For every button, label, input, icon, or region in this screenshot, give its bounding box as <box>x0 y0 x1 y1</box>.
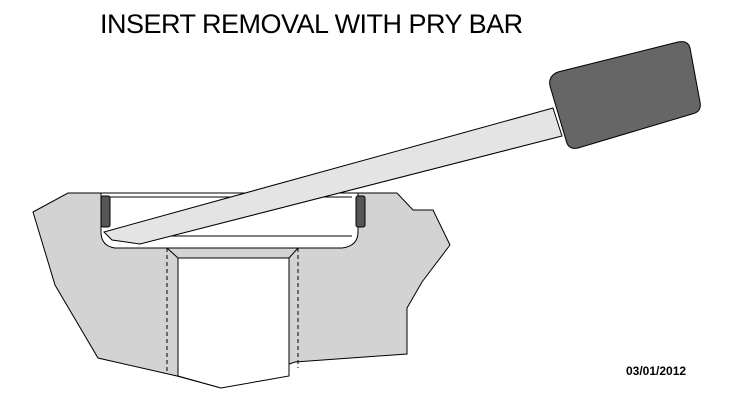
bore <box>177 257 290 389</box>
diagram-title: INSERT REMOVAL WITH PRY BAR <box>100 9 523 39</box>
insert-ring-right <box>355 195 366 228</box>
bore-top-left <box>166 247 179 259</box>
pry-bar-shaft <box>103 107 563 245</box>
insert-ring-left <box>100 195 111 228</box>
bore-top-right <box>288 247 299 259</box>
pry-bar-handle <box>549 41 701 149</box>
drawing-date: 03/01/2012 <box>626 364 687 378</box>
